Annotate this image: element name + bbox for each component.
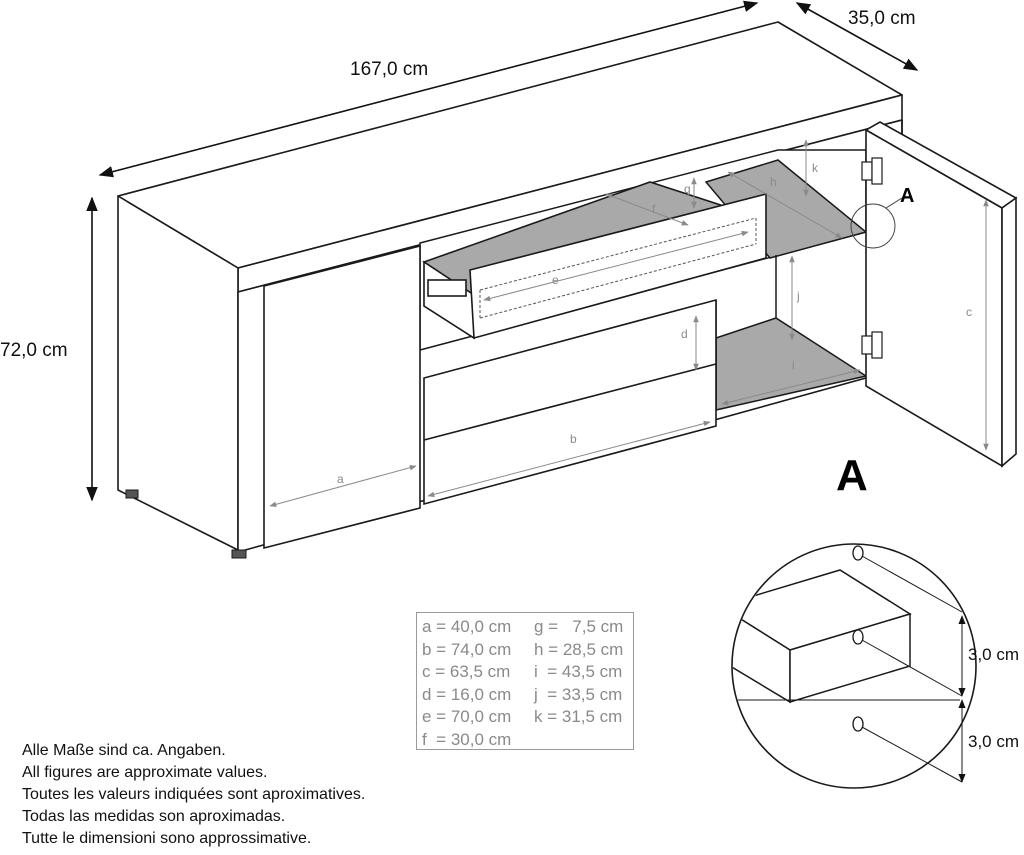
detail-callout-circle (850, 203, 896, 249)
shelf-pin-holes (852, 545, 864, 732)
legend-row: f = 30,0 cm (422, 729, 633, 752)
label-g: g (684, 182, 691, 196)
label-f: f (652, 202, 656, 216)
callout-label: A (900, 185, 914, 207)
legend-cell: e = 70,0 cm (422, 707, 512, 727)
left-door (263, 244, 421, 550)
dim-i-line (721, 368, 861, 406)
detail-upper-spacing: 3,0 cm (968, 645, 1019, 664)
detail-view: 3,0 cm 3,0 cm (731, 543, 1019, 789)
legend-cell: k = 31,5 cm (534, 707, 623, 727)
legend-row: b = 74,0 cm h = 28,5 cm (422, 639, 633, 662)
feet (125, 489, 247, 559)
label-j: j (796, 289, 800, 303)
open-drawer (422, 177, 767, 340)
dim-h-line (727, 171, 843, 239)
label-e: e (552, 273, 559, 287)
width-dimension-label: 167,0 cm (350, 59, 428, 80)
drawer-stack (423, 298, 717, 506)
note-line: All figures are approximate values. (22, 764, 268, 781)
note-line: Todas las medidas son aproximadas. (22, 808, 286, 825)
hinge-icons (861, 157, 883, 359)
dimension-legend: a = 40,0 cm g = 7,5 cm b = 74,0 cm h = 28,… (416, 612, 634, 750)
note-line: Tutte le dimensioni sono approssimative. (22, 830, 312, 847)
detail-lower-spacing: 3,0 cm (968, 732, 1019, 751)
label-b: b (570, 432, 577, 446)
legend-cell: g = 7,5 cm (534, 617, 624, 636)
hinge-icon (861, 157, 883, 185)
legend-cell: a = 40,0 cm (422, 617, 512, 636)
overall-dimension-lines (86, 0, 919, 502)
legend-cell: j = 33,5 cm (534, 684, 623, 704)
label-i: i (792, 358, 795, 372)
legend-cell: f = 30,0 cm (422, 729, 512, 749)
legend-cell: b = 74,0 cm (422, 639, 512, 659)
detail-title: A (836, 451, 868, 500)
note-line: Alle Maße sind ca. Angaben. (22, 742, 226, 759)
legend-cell: i = 43,5 cm (534, 662, 623, 682)
legend-cell: c = 63,5 cm (422, 662, 511, 682)
hinge-icon (861, 331, 883, 359)
label-k: k (812, 161, 819, 175)
legend-row: c = 63,5 cm i = 43,5 cm (422, 661, 633, 684)
label-d: d (681, 327, 688, 341)
height-dimension-label: 72,0 cm (0, 340, 68, 361)
label-a: a (337, 472, 344, 486)
legend-row: e = 70,0 cm k = 31,5 cm (422, 706, 633, 729)
label-c: c (966, 305, 972, 319)
legend-row: a = 40,0 cm g = 7,5 cm (422, 616, 633, 639)
depth-dimension-label: 35,0 cm (848, 8, 916, 29)
legend-row: d = 16,0 cm j = 33,5 cm (422, 684, 633, 707)
right-door (864, 121, 1018, 468)
legend-cell: d = 16,0 cm (422, 684, 512, 704)
label-h: h (770, 175, 777, 189)
legend-cell: h = 28,5 cm (534, 639, 624, 659)
note-line: Toutes les valeurs indiquées sont aproxi… (22, 786, 366, 803)
approximation-notes: Alle Maße sind ca. Angaben. All figures … (22, 740, 365, 850)
